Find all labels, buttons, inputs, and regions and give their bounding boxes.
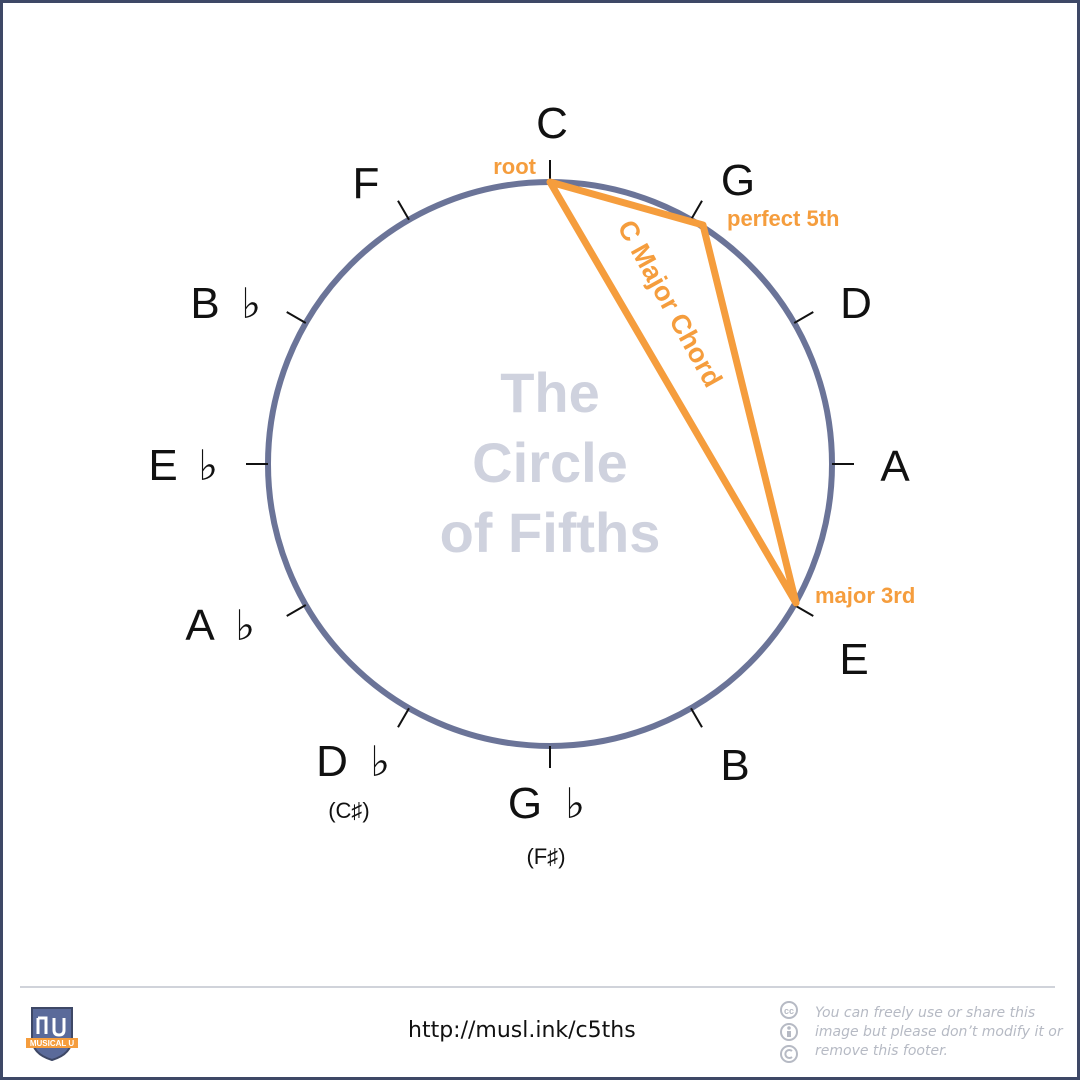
center-title-line-3: of Fifths xyxy=(440,501,661,564)
flat-symbol-g: ♭ xyxy=(565,779,585,828)
logo-text: MUSICAL U xyxy=(30,1039,75,1048)
flat-symbol-e: ♭ xyxy=(198,441,218,490)
flat-symbol-d: ♭ xyxy=(370,737,390,786)
c-major-chord-triangle xyxy=(546,178,800,607)
note-d: D xyxy=(840,279,872,328)
note-e: E xyxy=(839,635,868,684)
creative-commons-icon: cc xyxy=(780,1001,798,1063)
musical-u-logo: MUSICAL U xyxy=(26,1007,78,1062)
tick-mark xyxy=(286,311,307,324)
tick-mark xyxy=(690,200,703,221)
flat-symbol-b: ♭ xyxy=(241,279,261,328)
perfect-fifth-label: perfect 5th xyxy=(727,206,839,231)
center-title-line-2: Circle xyxy=(472,431,628,494)
tick-mark xyxy=(397,200,410,221)
root-label: root xyxy=(493,154,536,179)
svg-text:cc: cc xyxy=(784,1006,794,1016)
note-g: G xyxy=(721,156,755,205)
license-notice: You can freely use or share this image b… xyxy=(815,1005,1063,1059)
note-a: A xyxy=(880,442,910,491)
note-c: C xyxy=(536,99,568,148)
tick-mark xyxy=(793,311,814,324)
tick-mark xyxy=(286,604,307,617)
note-e-flat: E xyxy=(148,441,177,490)
tick-mark xyxy=(690,707,703,728)
footer-divider xyxy=(20,986,1055,988)
flat-symbol-a: ♭ xyxy=(235,601,255,650)
center-title: The Circle of Fifths xyxy=(440,361,661,564)
center-title-line-1: The xyxy=(500,361,600,424)
note-d-flat: D xyxy=(316,737,348,786)
note-a-flat: A xyxy=(185,601,215,650)
tick-marks xyxy=(246,160,854,768)
note-g-flat: G xyxy=(508,779,542,828)
enharmonic-f-sharp: (F♯) xyxy=(526,844,565,869)
note-f: F xyxy=(353,159,380,208)
enharmonic-c-sharp: (C♯) xyxy=(328,798,370,823)
footer-url-link[interactable]: http://musl.ink/c5ths xyxy=(408,1018,636,1043)
tick-mark xyxy=(793,604,814,617)
major-third-label: major 3rd xyxy=(815,583,915,608)
note-b: B xyxy=(720,741,749,790)
tick-mark xyxy=(397,707,410,728)
note-b-flat: B xyxy=(190,279,219,328)
note-labels: C G D A E B G ♭ (F♯) D ♭ (C♯) A ♭ E ♭ B … xyxy=(148,99,910,869)
